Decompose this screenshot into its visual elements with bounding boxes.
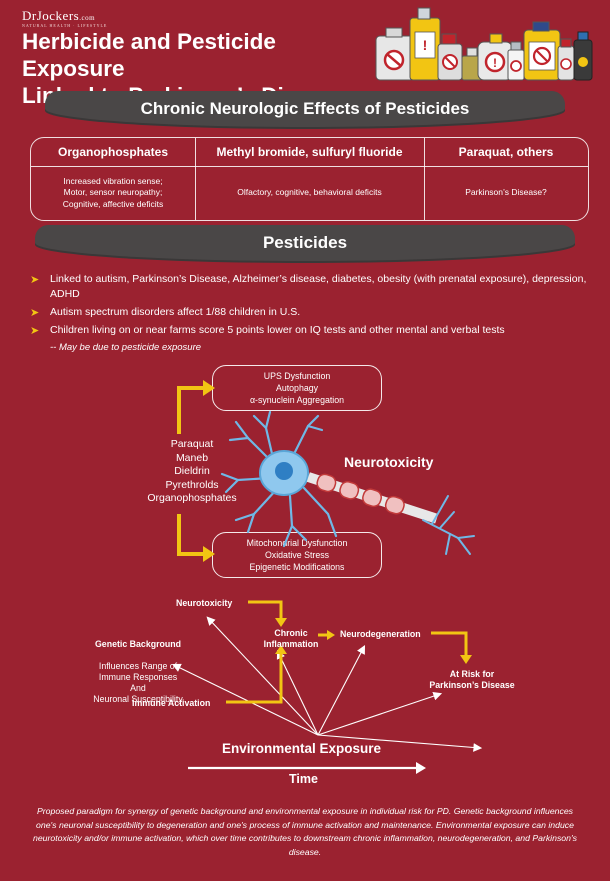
bottle-icon: [523, 21, 561, 81]
list-item: ➤Autism spectrum disorders affect 1/88 c…: [30, 306, 301, 319]
svg-text:!: !: [423, 37, 428, 53]
bottle-icon: [461, 47, 483, 81]
table-header-methyl-bromide: Methyl bromide, sulfuryl fluoride: [216, 145, 403, 159]
table-cell-methyl-bromide: Olfactory, cognitive, behavioral deficit…: [237, 187, 382, 198]
environmental-exposure-label: Environmental Exposure: [222, 741, 382, 756]
neurotoxicity-node: Neurotoxicity: [176, 598, 233, 608]
effects-table: Organophosphates Methyl bromide, sulfury…: [30, 137, 589, 221]
neurotoxicity-label: Neurotoxicity: [344, 454, 434, 470]
chronic-inflammation-node: Chronic Inflammation: [263, 628, 319, 649]
neuron-icon: [220, 410, 475, 555]
table-cell-organophosphates: Increased vibration sense; Motor, sensor…: [62, 175, 164, 209]
pesticide-bracket-arrows: [177, 380, 215, 562]
table-header-organophosphates: Organophosphates: [57, 145, 168, 159]
brand-logo: DrJockers.com NATURAL HEALTH · LIFESTYLE: [22, 8, 108, 28]
arrow-bullet-icon: ➤: [30, 325, 40, 337]
table-cell-paraquat: Parkinson’s Disease?: [465, 187, 547, 198]
bottle-icon: !: [409, 7, 441, 81]
list-item: ➤Children living on or near farms score …: [30, 324, 505, 337]
list-item: ➤Linked to autism, Parkinson’s Disease, …: [30, 273, 587, 300]
bottle-icon: [573, 31, 593, 81]
time-axis-label: Time: [289, 772, 318, 786]
arrow-bullet-icon: ➤: [30, 307, 40, 319]
arrow-bullet-icon: ➤: [30, 274, 40, 286]
list-note: -- May be due to pesticide exposure: [50, 342, 202, 353]
bottle-icon: [375, 27, 415, 81]
table-header-paraquat: Paraquat, others: [458, 145, 554, 159]
bottle-icon: [437, 33, 463, 81]
bottle-icon: [557, 38, 575, 81]
pesticide-names: Paraquat Maneb Dieldrin Pyrethrolds Orga…: [147, 438, 237, 504]
immune-activation-node: Immune Activation: [132, 698, 211, 708]
genetic-background-node: Genetic Background Influences Range of I…: [93, 639, 183, 704]
svg-text:!: !: [493, 56, 497, 70]
figure-caption: Proposed paradigm for synergy of genetic…: [33, 806, 577, 857]
section-heading-chronic-effects: Chronic Neurologic Effects of Pesticides: [45, 91, 565, 127]
section-heading-pesticides: Pesticides: [35, 225, 575, 261]
bottle-icon: [507, 41, 525, 81]
paradigm-arrows: [172, 600, 483, 774]
ups-dysfunction-box: UPS Dysfunction Autophagy α-synuclein Ag…: [212, 365, 382, 411]
pesticide-bottles-illustration: ! !: [375, 7, 593, 81]
neurodegeneration-node: Neurodegeneration: [340, 629, 421, 639]
pesticide-facts-list: ➤Linked to autism, Parkinson’s Disease, …: [30, 272, 590, 355]
bottle-icon: !: [477, 33, 513, 81]
parkinsons-risk-node: At Risk for Parkinson’s Disease: [429, 669, 515, 690]
